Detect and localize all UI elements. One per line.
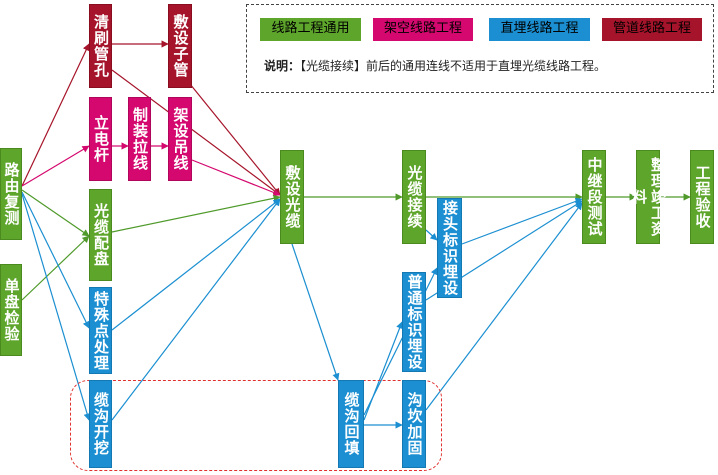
node-common-marker: 普通标识埋设 bbox=[402, 272, 426, 372]
legend-item-general: 线路工程通用 bbox=[260, 18, 361, 41]
edge-backfill-to-common bbox=[363, 321, 404, 421]
edge-recheck-to-clean bbox=[21, 43, 90, 187]
legend-note-label: 说明： bbox=[264, 59, 301, 73]
node-cable-splice: 光缆接续 bbox=[402, 150, 426, 244]
edge-special-to-lay bbox=[111, 198, 281, 331]
node-splice-marker: 接头标识埋设 bbox=[437, 198, 462, 298]
node-erect-strand: 架设吊线 bbox=[168, 97, 192, 181]
edge-recheck-to-pole bbox=[21, 145, 90, 187]
legend-item-aerial: 架空线路工程 bbox=[373, 18, 473, 41]
edge-bank-to-relay bbox=[425, 202, 583, 411]
edge-subduct-to-lay bbox=[189, 83, 281, 196]
edge-marker-to-relay bbox=[461, 197, 583, 245]
node-make-guy: 制装拉线 bbox=[128, 97, 151, 181]
edge-strand-to-lay bbox=[191, 159, 281, 196]
edge-trench-dig-to-lay bbox=[111, 198, 281, 421]
edge-lay-to-backfill bbox=[291, 243, 340, 381]
node-special-points: 特殊点处理 bbox=[89, 287, 112, 374]
node-trench-backfill: 缆沟回填 bbox=[338, 380, 364, 468]
node-lay-subduct: 敷设子管 bbox=[168, 4, 192, 88]
node-relay-test: 中继段测试 bbox=[582, 150, 606, 244]
legend-note: 说明：【光缆接续】前后的通用连线不适用于直埋光缆线路工程。 bbox=[264, 57, 606, 74]
legend-item-pipeline: 管道线路工程 bbox=[602, 18, 702, 41]
trench-group-outline bbox=[70, 380, 442, 471]
edge-clean-to-lay bbox=[111, 69, 281, 196]
node-bank-reinforce: 沟坎加固 bbox=[402, 380, 426, 468]
node-docs: 整理竣工资料 bbox=[630, 150, 667, 244]
edge-reel-to-allot bbox=[21, 235, 90, 301]
node-route-recheck: 路由复测 bbox=[0, 148, 22, 240]
node-reel-inspect: 单盘检验 bbox=[0, 264, 22, 356]
node-trench-dig: 缆沟开挖 bbox=[89, 380, 112, 468]
node-lay-cable: 敷设光缆 bbox=[280, 150, 304, 244]
edge-allot-to-lay bbox=[111, 194, 281, 233]
edge-splice-to-marker bbox=[425, 229, 438, 241]
legend-box: 线路工程通用 架空线路工程 直埋线路工程 管道线路工程 说明：【光缆接续】前后的… bbox=[246, 4, 714, 93]
node-cable-allot: 光缆配盘 bbox=[89, 189, 112, 281]
node-erect-pole: 立电杆 bbox=[89, 97, 112, 181]
node-clean-pipe: 清刷管孔 bbox=[89, 4, 112, 88]
edge-recheck-to-special bbox=[21, 191, 90, 329]
legend-item-buried: 直埋线路工程 bbox=[489, 18, 590, 41]
legend-note-text: 【光缆接续】前后的通用连线不适用于直埋光缆线路工程。 bbox=[300, 59, 607, 73]
edge-recheck-to-allot bbox=[21, 189, 90, 237]
node-acceptance: 工程验收 bbox=[690, 150, 714, 244]
